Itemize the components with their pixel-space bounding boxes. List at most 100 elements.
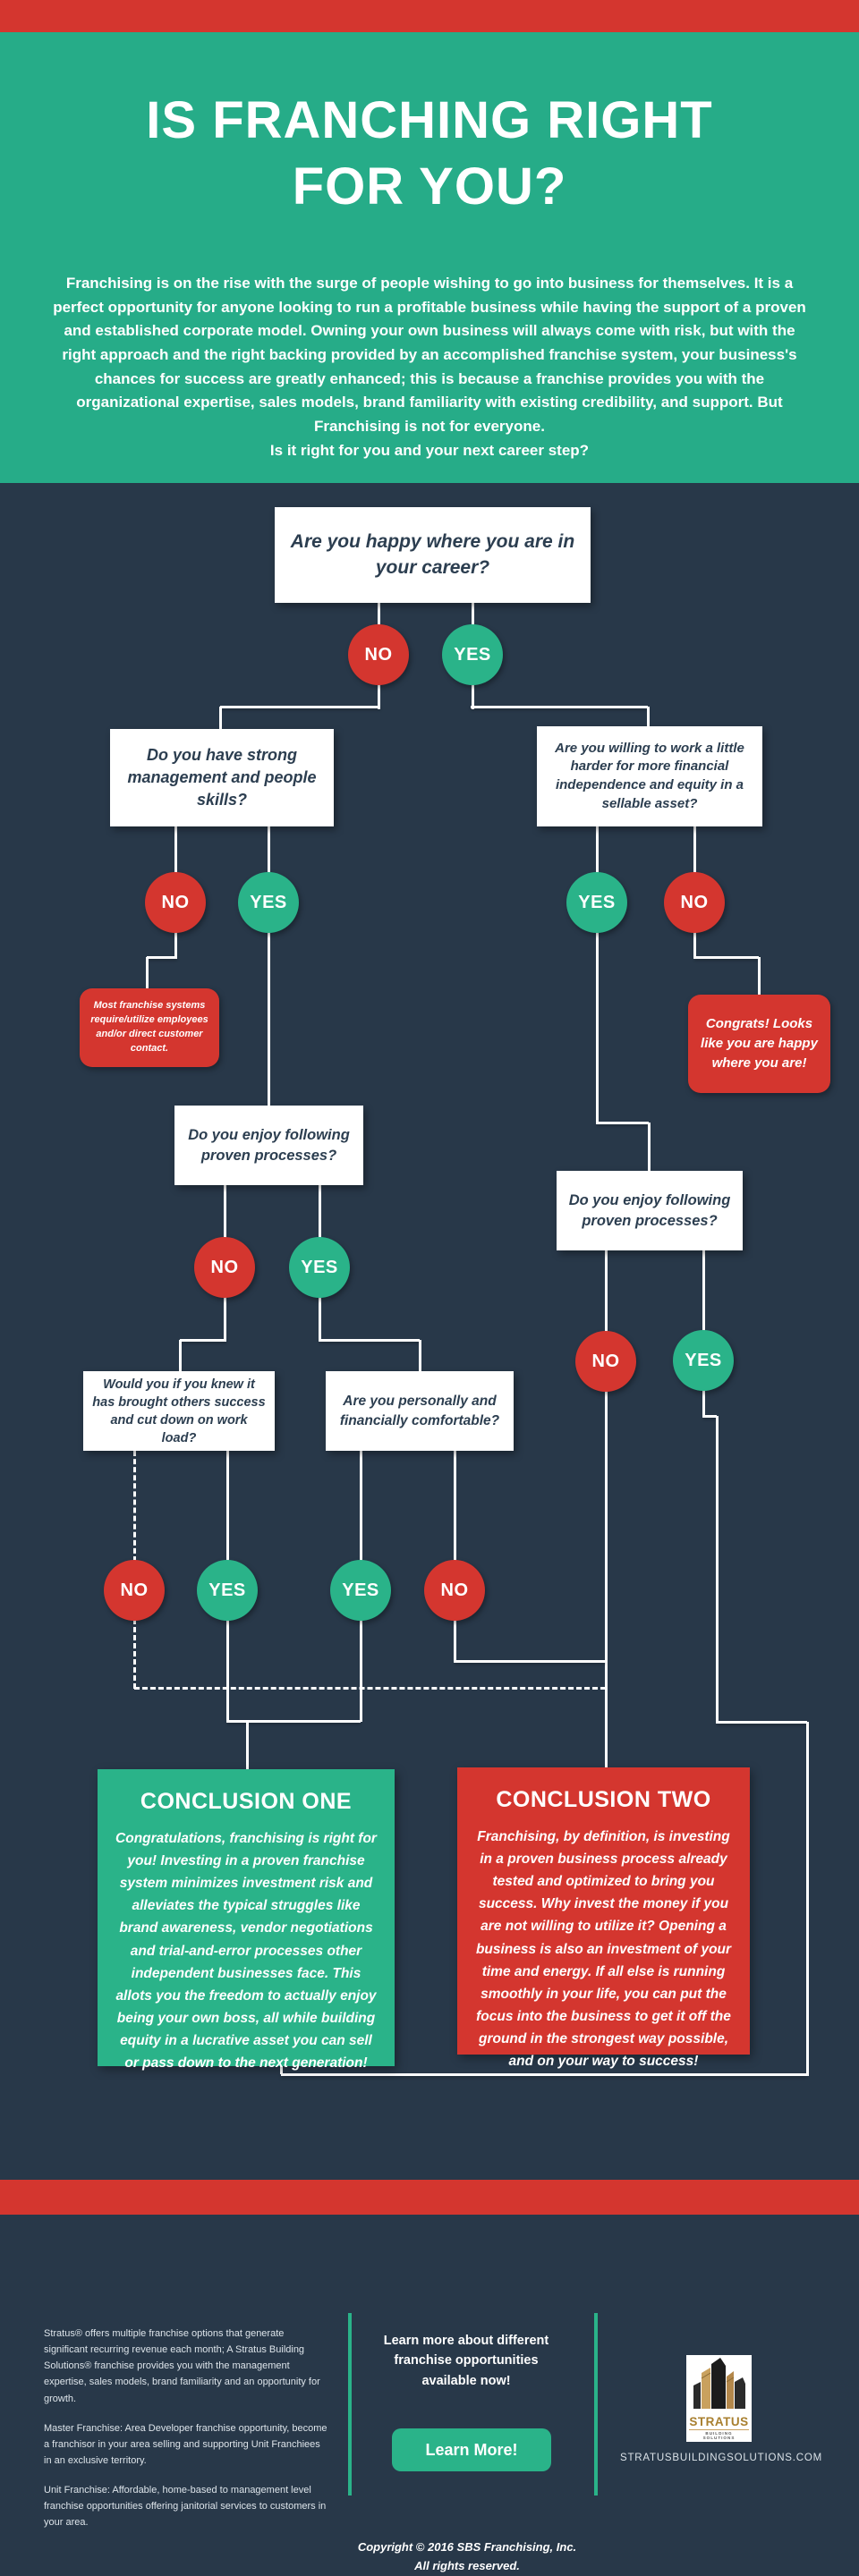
question-box-q7: Are you personally and financially comfo…	[326, 1371, 514, 1451]
connector-line	[471, 705, 648, 708]
page-title: IS FRANCHING RIGHT FOR YOU?	[146, 91, 713, 216]
connector-line	[178, 1340, 182, 1373]
stratus-logo: STRATUS BUILDING SOLUTIONS	[686, 2355, 752, 2442]
copyright-line1: Copyright © 2016 SBS Franchising, Inc.	[357, 2540, 577, 2554]
question-box-q1: Are you happy where you are in your care…	[275, 507, 591, 603]
connector-line	[377, 603, 380, 626]
logo-tagline: BUILDING SOLUTIONS	[689, 2428, 749, 2440]
footer-description: Stratus® offers multiple franchise optio…	[44, 2326, 328, 2545]
footer-paragraph-unit-franchise: Unit Franchise: Affordable, home-based t…	[44, 2485, 327, 2529]
connector-line	[318, 1296, 321, 1342]
footer-paragraph-master-franchise: Master Franchise: Area Developer franchi…	[44, 2422, 327, 2466]
answer-no-circle: NO	[194, 1237, 255, 1298]
connector-line	[220, 705, 380, 708]
website-url: STRATUSBUILDINGSOLUTIONS.COM	[619, 2453, 822, 2463]
connector-line	[455, 1659, 606, 1663]
connector-line	[418, 1340, 421, 1373]
connector-line	[223, 1185, 226, 1239]
connector-line	[223, 1296, 226, 1342]
connector-line	[147, 955, 177, 959]
red-divider-band	[0, 2180, 859, 2215]
answer-yes-circle: YES	[566, 872, 627, 933]
conclusion-one-body: Congratulations, franchising is right fo…	[115, 1831, 377, 2072]
connector-line	[218, 707, 222, 731]
connector-line	[595, 826, 599, 874]
connector-line	[359, 1451, 362, 1562]
connector-line	[359, 1619, 362, 1722]
connector-line	[595, 931, 599, 1124]
connector-line	[174, 931, 177, 959]
intro-text: Franchising is on the rise with the surg…	[53, 275, 806, 436]
connector-line	[693, 826, 696, 874]
connector-line	[225, 1451, 229, 1562]
connector-line-dashed	[132, 1451, 136, 1562]
conclusion-two-title: CONCLUSION TWO	[496, 1787, 711, 1812]
connector-line	[471, 682, 474, 709]
conclusion-two-body: Franchising, by definition, is investing…	[475, 1829, 732, 2070]
connector-line	[604, 1390, 608, 1769]
connector-line	[174, 826, 177, 874]
connector-line-dashed	[134, 1686, 606, 1690]
connector-line	[703, 1414, 717, 1418]
connector-line	[267, 826, 270, 874]
connector-line	[227, 1719, 361, 1723]
connector-line	[279, 2064, 283, 2074]
intro-paragraph: Franchising is on the rise with the surg…	[48, 272, 811, 463]
answer-yes-circle: YES	[289, 1237, 350, 1298]
question-box-q6: Would you if you knew it has brought oth…	[83, 1371, 275, 1451]
question-box-q5: Do you enjoy following proven processes?	[557, 1171, 743, 1250]
answer-no-circle: NO	[104, 1560, 165, 1621]
learn-more-button[interactable]: Learn More!	[392, 2428, 551, 2471]
answer-no-circle: NO	[145, 872, 206, 933]
copyright: Copyright © 2016 SBS Franchising, Inc. A…	[333, 2538, 601, 2576]
connector-line	[180, 1338, 226, 1342]
connector-line	[319, 1338, 420, 1342]
connector-line	[717, 1720, 807, 1724]
answer-no-circle: NO	[348, 624, 409, 685]
answer-yes-circle: YES	[442, 624, 503, 685]
connector-line	[702, 1250, 705, 1332]
answer-no-circle: NO	[424, 1560, 485, 1621]
buildings-icon	[686, 2355, 752, 2411]
connector-line	[597, 1121, 649, 1124]
connector-line	[267, 931, 270, 1107]
connector-line	[702, 1389, 705, 1418]
connector-line	[453, 1451, 456, 1562]
conclusion-one-title: CONCLUSION ONE	[140, 1789, 353, 1814]
connector-line	[377, 682, 380, 709]
question-box-q3: Are you willing to work a little harder …	[537, 726, 762, 826]
connector-line	[245, 1721, 249, 1771]
intro-question: Is it right for you and your next career…	[269, 441, 590, 459]
connector-line	[805, 1722, 809, 2076]
footer-paragraph-overview: Stratus® offers multiple franchise optio…	[44, 2328, 320, 2404]
connector-line	[225, 1619, 229, 1723]
connector-line	[693, 931, 696, 959]
connector-line	[757, 957, 761, 996]
conclusion-two: CONCLUSION TWO Franchising, by definition…	[457, 1767, 750, 2069]
connector-line	[145, 957, 149, 990]
employees-note: Most franchise systems require/utilize e…	[80, 988, 219, 1067]
connector-line	[318, 1185, 321, 1239]
copyright-line2: All rights reserved.	[414, 2558, 520, 2572]
answer-yes-circle: YES	[238, 872, 299, 933]
answer-yes-circle: YES	[330, 1560, 391, 1621]
header-section: IS FRANCHING RIGHT FOR YOU? Franchising …	[0, 32, 859, 483]
conclusion-one: CONCLUSION ONE Congratulations, franchisi…	[98, 1769, 395, 2071]
question-box-q2: Do you have strong management and people…	[110, 729, 334, 826]
connector-line	[281, 2072, 807, 2076]
footer-divider-left	[348, 2313, 352, 2496]
answer-no-circle: NO	[575, 1331, 636, 1392]
connector-line	[453, 1619, 456, 1663]
answer-yes-circle: YES	[673, 1330, 734, 1391]
connector-line-dashed	[132, 1619, 136, 1689]
answer-yes-circle: YES	[197, 1560, 258, 1621]
congrats-note: Congrats! Looks like you are happy where…	[688, 995, 830, 1093]
connector-line	[694, 955, 759, 959]
question-box-q4: Do you enjoy following proven processes?	[174, 1106, 363, 1185]
connector-line	[715, 1416, 719, 1724]
connector-line	[646, 707, 650, 729]
connector-line	[647, 1123, 651, 1173]
logo-wordmark: STRATUS	[689, 2415, 749, 2428]
footer-cta-text: Learn more about different franchise opp…	[383, 2334, 549, 2388]
